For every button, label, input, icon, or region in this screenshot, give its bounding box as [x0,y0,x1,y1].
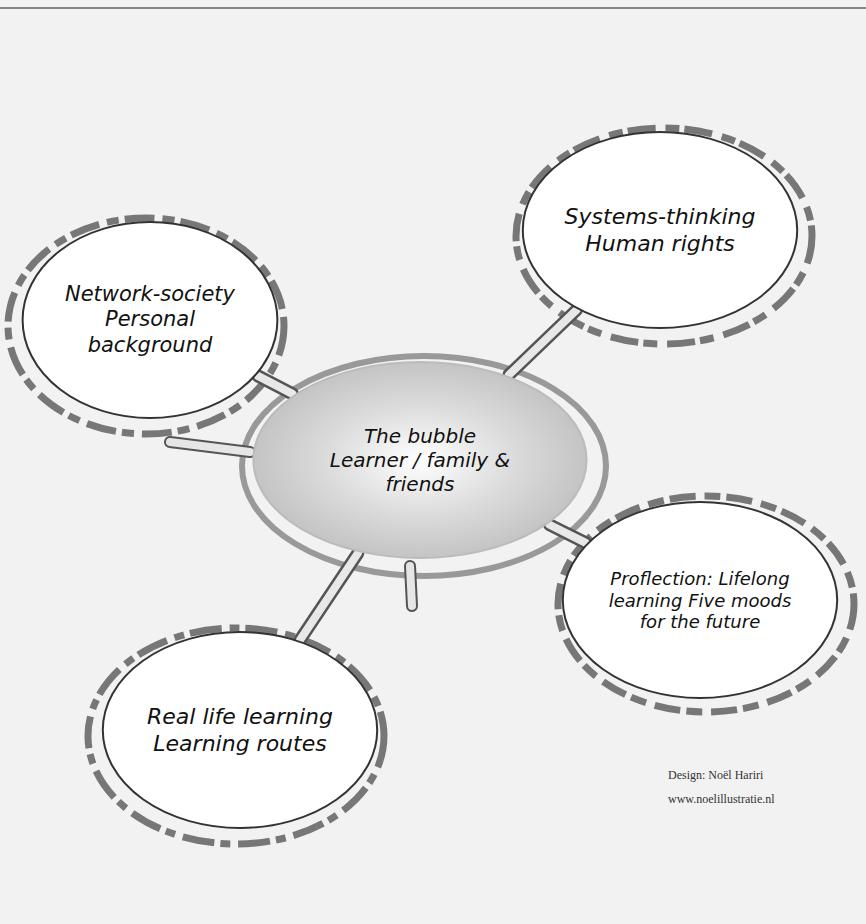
pencil-stick [258,376,293,394]
bubble-shadow [242,356,606,576]
petal-shadow [88,628,384,844]
text-holder: Real life learning Learning routes [142,704,338,757]
text-holder: Systems-thinking Human rights [562,204,758,257]
text-holder: Proflection: Lifelong learning Five mood… [602,568,798,633]
shape-outline [520,130,800,330]
top-rule [0,7,866,9]
bubble-oval: The bubbleLearner / family & friends [250,360,590,560]
petal-text: Proflection: Lifelong learning Five mood… [602,568,798,633]
shape-outline [100,630,380,830]
petal-shape: Network-society Personal background [20,220,280,420]
bubble-text: The bubble [364,424,476,448]
petal-shape: Systems-thinking Human rights [520,130,800,330]
stick-stub [170,442,250,452]
petal-shadow [8,218,284,434]
petal-text: Systems-thinking Human rights [562,204,758,257]
petal-shadow [516,128,812,344]
petal-text: Network-society Personal background [59,282,241,358]
petal-text: Real life learning Learning routes [142,704,338,757]
petal-shadow [558,496,854,712]
pencil-stick [550,525,586,543]
credit-label: Design: Noël Hariri [668,768,763,783]
pencil-stick [509,310,576,375]
petal-shape: Proflection: Lifelong learning Five mood… [560,500,840,700]
bubble-text: Learner / family & friends [301,448,539,496]
text-holder: The bubbleLearner / family & friends [301,424,539,496]
text-holder: Network-society Personal background [59,282,241,358]
petal-shape: Real life learning Learning routes [100,630,380,830]
credit-label: www.noelillustratie.nl [668,792,775,807]
pencil-stick [300,553,358,640]
stick-stub [410,566,412,606]
